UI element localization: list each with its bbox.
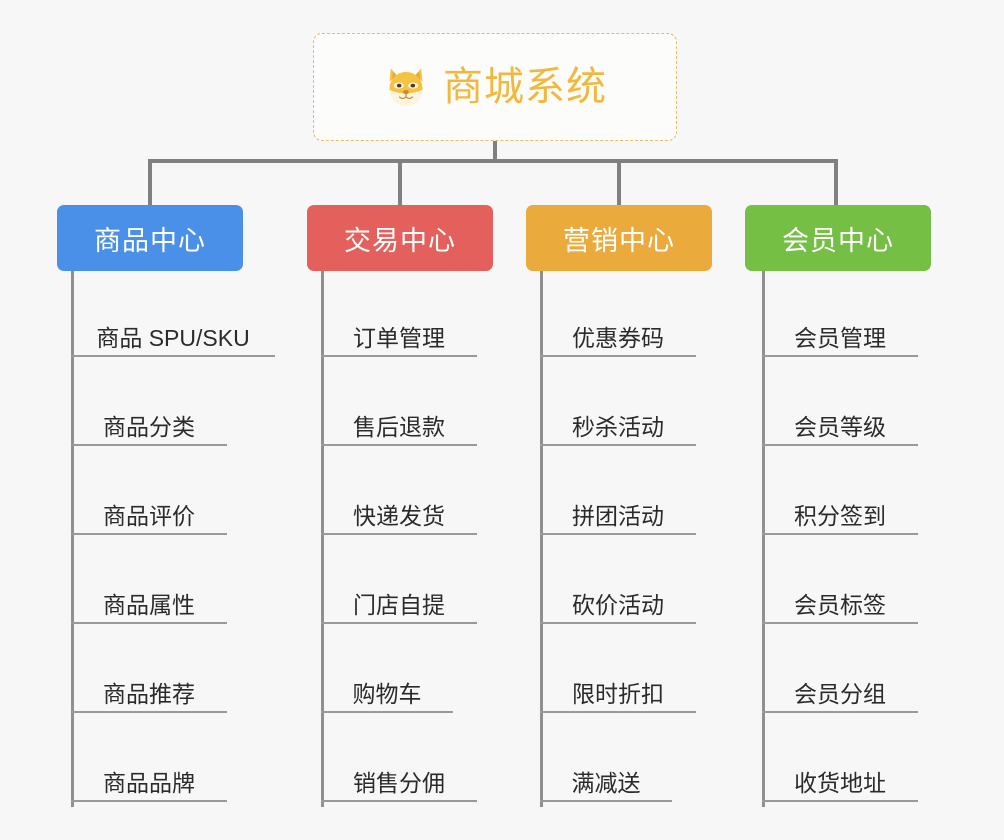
leaf-item[interactable]: 秒杀活动 xyxy=(540,400,696,446)
leaf-item[interactable]: 快递发货 xyxy=(321,489,477,535)
category-header-会员中心[interactable]: 会员中心 xyxy=(745,205,931,271)
leaf-label: 商品分类 xyxy=(103,413,195,440)
leaf-label: 积分签到 xyxy=(794,502,886,529)
category-header-交易中心[interactable]: 交易中心 xyxy=(307,205,493,271)
leaf-label: 会员标签 xyxy=(794,591,886,618)
leaf-item[interactable]: 购物车 xyxy=(321,667,453,713)
leaf-item[interactable]: 商品推荐 xyxy=(71,667,227,713)
leaf-item[interactable]: 会员管理 xyxy=(762,311,918,357)
leaf-item[interactable]: 商品品牌 xyxy=(71,756,227,802)
column-spine-4 xyxy=(762,271,765,807)
category-title: 会员中心 xyxy=(782,225,894,256)
leaf-label: 商品 SPU/SKU xyxy=(96,324,250,351)
category-title: 交易中心 xyxy=(344,225,456,256)
leaf-item[interactable]: 积分签到 xyxy=(762,489,918,535)
category-title: 营销中心 xyxy=(563,225,675,256)
leaf-label: 购物车 xyxy=(352,680,422,707)
leaf-label: 商品品牌 xyxy=(103,769,195,796)
branch-connector-1 xyxy=(148,159,152,207)
leaf-item[interactable]: 商品分类 xyxy=(71,400,227,446)
leaf-label: 商品属性 xyxy=(103,591,195,618)
horizontal-bus-connector xyxy=(148,159,838,163)
category-header-营销中心[interactable]: 营销中心 xyxy=(526,205,712,271)
leaf-item[interactable]: 会员等级 xyxy=(762,400,918,446)
root-trunk-connector xyxy=(493,141,497,163)
category-header-商品中心[interactable]: 商品中心 xyxy=(57,205,243,271)
leaf-item[interactable]: 商品评价 xyxy=(71,489,227,535)
leaf-label: 秒杀活动 xyxy=(572,413,664,440)
branch-connector-3 xyxy=(617,159,621,207)
leaf-label: 砍价活动 xyxy=(572,591,664,618)
column-spine-3 xyxy=(540,271,543,807)
column-spine-2 xyxy=(321,271,324,807)
leaf-label: 门店自提 xyxy=(353,591,445,618)
leaf-label: 收货地址 xyxy=(794,769,886,796)
leaf-label: 订单管理 xyxy=(353,324,445,351)
leaf-label: 销售分佣 xyxy=(353,769,445,796)
leaf-item[interactable]: 售后退款 xyxy=(321,400,477,446)
leaf-item[interactable]: 销售分佣 xyxy=(321,756,477,802)
leaf-label: 拼团活动 xyxy=(572,502,664,529)
leaf-label: 售后退款 xyxy=(353,413,445,440)
leaf-label: 会员等级 xyxy=(794,413,886,440)
branch-connector-4 xyxy=(834,159,838,207)
root-node[interactable]: 商城系统 xyxy=(313,33,677,141)
leaf-item[interactable]: 订单管理 xyxy=(321,311,477,357)
leaf-item[interactable]: 门店自提 xyxy=(321,578,477,624)
category-title: 商品中心 xyxy=(94,225,206,256)
leaf-label: 优惠券码 xyxy=(572,324,664,351)
leaf-item[interactable]: 会员标签 xyxy=(762,578,918,624)
leaf-item[interactable]: 商品属性 xyxy=(71,578,227,624)
leaf-item[interactable]: 砍价活动 xyxy=(540,578,696,624)
leaf-label: 限时折扣 xyxy=(572,680,664,707)
column-spine-1 xyxy=(71,271,74,807)
leaf-item[interactable]: 会员分组 xyxy=(762,667,918,713)
leaf-item[interactable]: 收货地址 xyxy=(762,756,918,802)
shiba-dog-icon xyxy=(383,64,429,110)
leaf-item[interactable]: 拼团活动 xyxy=(540,489,696,535)
leaf-label: 商品评价 xyxy=(103,502,195,529)
leaf-label: 会员分组 xyxy=(794,680,886,707)
leaf-label: 会员管理 xyxy=(794,324,886,351)
leaf-label: 商品推荐 xyxy=(103,680,195,707)
leaf-item[interactable]: 限时折扣 xyxy=(540,667,696,713)
leaf-label: 快递发货 xyxy=(353,502,445,529)
leaf-label: 满减送 xyxy=(571,769,641,796)
root-title: 商城系统 xyxy=(443,65,607,109)
leaf-item[interactable]: 商品 SPU/SKU xyxy=(71,311,275,357)
leaf-item[interactable]: 满减送 xyxy=(540,756,672,802)
leaf-item[interactable]: 优惠券码 xyxy=(540,311,696,357)
branch-connector-2 xyxy=(398,159,402,207)
